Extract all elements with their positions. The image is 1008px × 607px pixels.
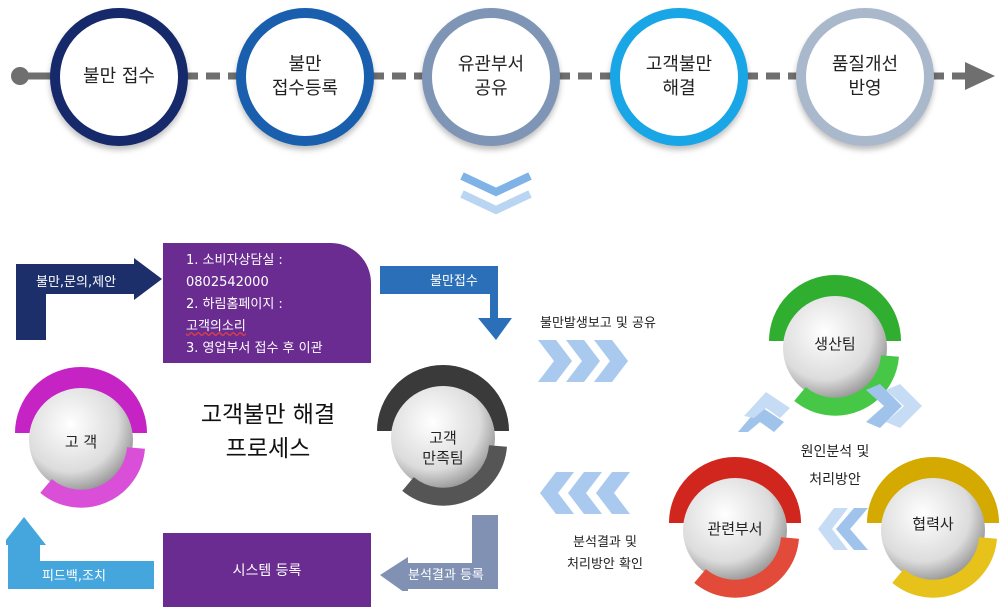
analysis-register-label: 분석결과 등록 — [408, 567, 484, 583]
feedback-label: 피드백,조치 — [42, 568, 106, 584]
flow-arrow-head — [965, 62, 995, 90]
step-label: 유관부서 공유 — [457, 54, 525, 99]
center-title: 고객불만 해결 프로세스 — [200, 402, 336, 462]
center-block-top — [163, 243, 371, 363]
report-share-note: 불만발생보고 및 공유 — [540, 316, 656, 331]
production-team-label: 생산팀 — [814, 335, 856, 353]
down-right-chevrons-icon — [866, 384, 922, 428]
result-confirm-note: 분석결과 및 처리방안 확인 — [567, 535, 643, 572]
system-register-label: 시스템 등록 — [232, 563, 302, 579]
satisfaction-team-ball-icon — [377, 365, 509, 506]
inquiry-arrow-icon — [16, 258, 162, 340]
step-dept-share: 유관부서 공유 — [422, 8, 560, 146]
production-team-ball-icon — [769, 275, 901, 416]
receipt-arrow-icon — [380, 266, 512, 340]
satisfaction-team-label: 고객 만족팀 — [422, 429, 464, 467]
cause-analysis-note: 원인분석 및 처리방안 — [800, 444, 870, 488]
step-label: 불만 접수등록 — [271, 54, 339, 99]
contact-list: 1. 소비자상담실 : 0802542000 2. 하림홈페이지 : 고객의소리… — [186, 250, 366, 360]
partner-ball-icon — [867, 457, 999, 598]
down-chevron-icon — [460, 172, 532, 215]
report-chevrons-icon — [538, 340, 628, 382]
contact-line: 0802542000 — [186, 275, 269, 290]
contact-line: 1. 소비자상담실 : — [186, 253, 283, 268]
inquiry-label: 불만,문의,제안 — [36, 274, 117, 290]
result-chevrons-icon — [540, 472, 630, 514]
receipt-label: 불만접수 — [430, 273, 478, 289]
step-quality-improvement: 품질개선 반영 — [796, 8, 934, 146]
step-resolve: 고객불만 해결 — [610, 8, 748, 146]
customer-label: 고 객 — [64, 433, 98, 451]
step-complaint-receipt: 불만 접수 — [50, 8, 188, 146]
center-block-bottom — [163, 533, 371, 607]
process-flow-line — [11, 62, 995, 90]
step-label: 고객불만 해결 — [645, 54, 713, 99]
step-label: 품질개선 반영 — [831, 54, 899, 99]
partner-label: 협력사 — [912, 515, 954, 533]
customer-ball-icon — [15, 367, 147, 508]
contact-line: 고객의소리 — [186, 319, 246, 334]
contact-line: 3. 영업부서 접수 후 이관 — [186, 341, 323, 356]
contact-line: 2. 하림홈페이지 : — [186, 297, 283, 312]
left-chevrons-icon — [818, 508, 868, 550]
related-dept-ball-icon — [669, 457, 801, 598]
up-chevrons-icon — [738, 392, 790, 432]
feedback-arrow-icon — [6, 517, 154, 589]
step-label: 불만 접수 — [83, 66, 155, 87]
step-receipt-registration: 불만 접수등록 — [236, 8, 374, 146]
analysis-register-arrow-icon — [380, 515, 498, 591]
related-dept-label: 관련부서 — [707, 520, 763, 538]
